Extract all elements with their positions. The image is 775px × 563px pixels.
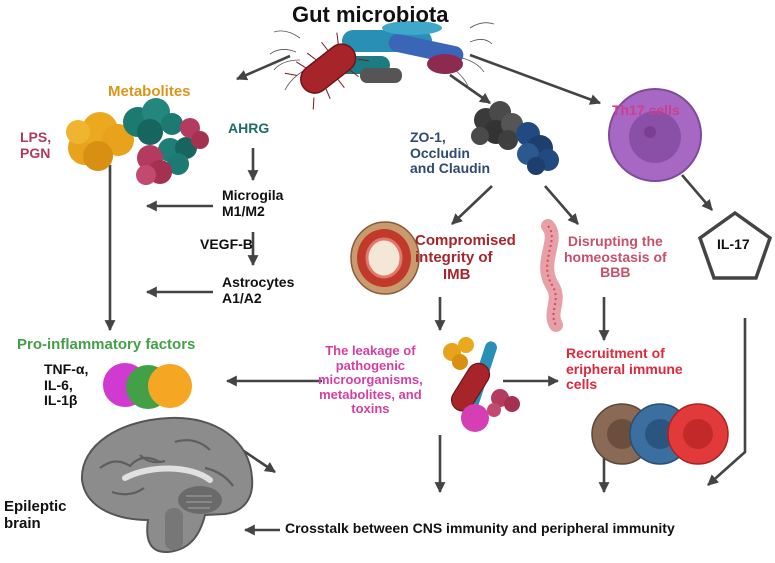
leakage-line-5: toxins <box>351 401 390 417</box>
imb-label: Compromised integrity of IMB <box>415 232 516 283</box>
pgn-line: PGN <box>20 144 51 161</box>
intestinal-cross-section-icon <box>350 221 420 295</box>
gut-microbiota-title: Gut microbiota <box>292 2 449 27</box>
claudin-line: and Claudin <box>410 160 491 177</box>
il1b-line: IL-1β <box>44 392 78 409</box>
gut-bacteria-cluster-icon <box>269 21 495 110</box>
astrocytes-line: Astrocytes <box>222 274 295 290</box>
leakage-line-4: metabolites, and <box>319 386 422 402</box>
epileptic-line: Epileptic <box>4 498 67 515</box>
ahrg-label: AHRG <box>228 120 270 136</box>
arrow-il17-to-crosstalk <box>707 318 747 486</box>
microglia-label: Microgila M1/M2 <box>222 187 284 219</box>
il6-line: IL-6, <box>44 376 73 393</box>
vegfb-label: VEGF-B <box>200 236 253 252</box>
il17-pentagon-icon <box>697 210 773 280</box>
recruitment-line-3: cells <box>566 376 598 393</box>
microglia-line: Microgila <box>222 187 284 203</box>
bbb-line-2: homeostasis of <box>564 248 667 265</box>
leakage-line-3: microorganisms, <box>318 372 423 388</box>
tnf-line: TNF-α, <box>44 361 89 377</box>
pro-inflammatory-label: Pro-inflammatory factors <box>17 336 196 353</box>
il17-label: IL-17 <box>717 236 750 252</box>
th17-cell-icon <box>608 88 702 182</box>
imb-line-2: integrity of <box>415 248 493 266</box>
imb-line-3: IMB <box>443 265 471 283</box>
leakage-label: The leakage of pathogenic microorganisms… <box>318 343 423 417</box>
brain-line: brain <box>4 514 41 532</box>
metabolites-label: Metabolites <box>108 83 191 100</box>
m1m2-line: M1/M2 <box>222 202 265 219</box>
th17-label: Th17 cells <box>612 102 680 118</box>
tight-junction-label: ZO-1, Occludin and Claudin <box>410 129 491 177</box>
zo1-line: ZO-1, <box>410 129 446 145</box>
recruitment-line-1: Recruitment of <box>566 345 665 361</box>
cytokine-spheres-icon <box>103 363 192 409</box>
bbb-line-1: Disrupting the <box>567 233 663 249</box>
arrows <box>104 53 747 536</box>
recruitment-line-2: eripheral immune <box>566 360 683 377</box>
a1a2-line: A1/A2 <box>222 289 262 306</box>
pathogen-leakage-icon <box>443 337 520 432</box>
arrow-gut-to-th17 <box>469 53 602 105</box>
crosstalk-label: Crosstalk between CNS immunity and perip… <box>285 520 675 536</box>
epileptic-brain-label: Epileptic brain <box>4 498 67 533</box>
metabolite-molecules-icon <box>66 98 209 185</box>
bbb-label: Disrupting the homeostasis of BBB <box>564 233 667 281</box>
lps-line: LPS, <box>20 129 52 145</box>
peripheral-immune-cells-icon <box>591 403 729 465</box>
arrow-th17-to-il17 <box>681 174 713 211</box>
leakage-line-1: The leakage of <box>325 343 416 358</box>
cytokines-label: TNF-α, IL-6, IL-1β <box>44 361 89 409</box>
lps-pgn-label: LPS, PGN <box>20 129 52 161</box>
imb-line-1: Compromised <box>415 232 516 249</box>
arrow-gut-to-tight-junction <box>449 73 491 105</box>
arrow-gut-to-metabolites <box>235 54 291 81</box>
occludin-line: Occludin <box>410 144 470 161</box>
astrocytes-label: Astrocytes A1/A2 <box>222 274 295 306</box>
leakage-line-2: pathogenic <box>335 357 406 373</box>
recruitment-label: Recruitment of eripheral immune cells <box>566 345 683 393</box>
bbb-line-3: BBB <box>600 264 631 281</box>
tight-junction-protein-icon <box>471 101 559 175</box>
arrow-tj-to-bbb <box>544 185 579 225</box>
brain-sagittal-icon <box>80 416 254 554</box>
blood-brain-barrier-vessel-icon <box>540 219 563 332</box>
arrow-tj-to-imb <box>451 185 493 225</box>
